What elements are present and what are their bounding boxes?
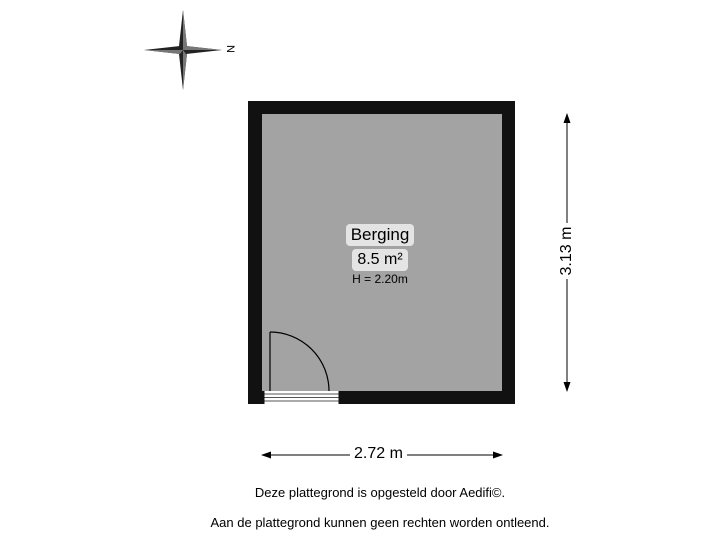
width-dimension-label: 2.72 m: [350, 445, 407, 463]
compass-icon: [144, 10, 222, 90]
room-name: Berging: [345, 224, 415, 246]
door: [263, 331, 340, 404]
door-swing-arc: [269, 331, 330, 392]
height-dimension-label: 3.13 m: [556, 223, 578, 279]
compass-north-label: N: [223, 45, 236, 53]
footer-credit: Deze plattegrond is opgesteld door Aedif…: [254, 485, 506, 500]
room-height: H = 2.20m: [352, 272, 408, 286]
room-label: Berging 8.5 m² H = 2.20m: [300, 224, 460, 286]
room-area: 8.5 m²: [352, 249, 408, 271]
footer-disclaimer: Aan de plattegrond kunnen geen rechten w…: [210, 515, 550, 530]
